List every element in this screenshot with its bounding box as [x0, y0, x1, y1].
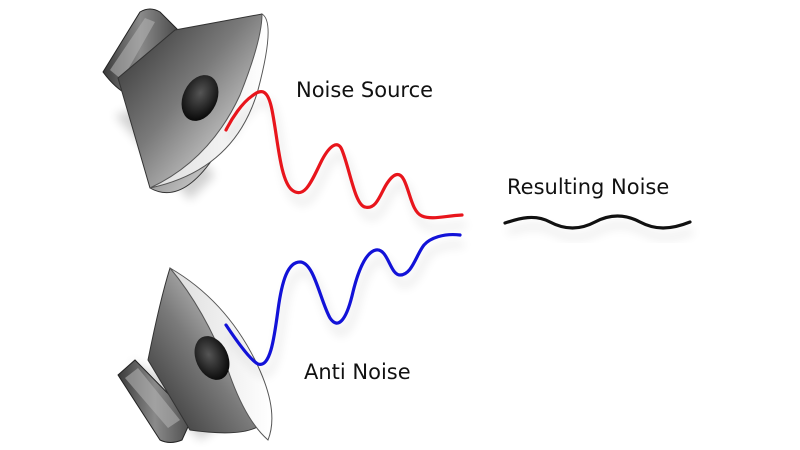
resulting-noise-label: Resulting Noise	[507, 175, 670, 199]
noise-source-label: Noise Source	[296, 78, 434, 102]
noise-source-wave	[224, 90, 464, 220]
anti-noise-wave	[224, 232, 462, 366]
bottom-speaker-icon	[117, 267, 273, 443]
top-speaker-icon	[102, 8, 269, 200]
anti-noise-label: Anti Noise	[304, 360, 411, 384]
resulting-noise-wave	[503, 214, 692, 230]
